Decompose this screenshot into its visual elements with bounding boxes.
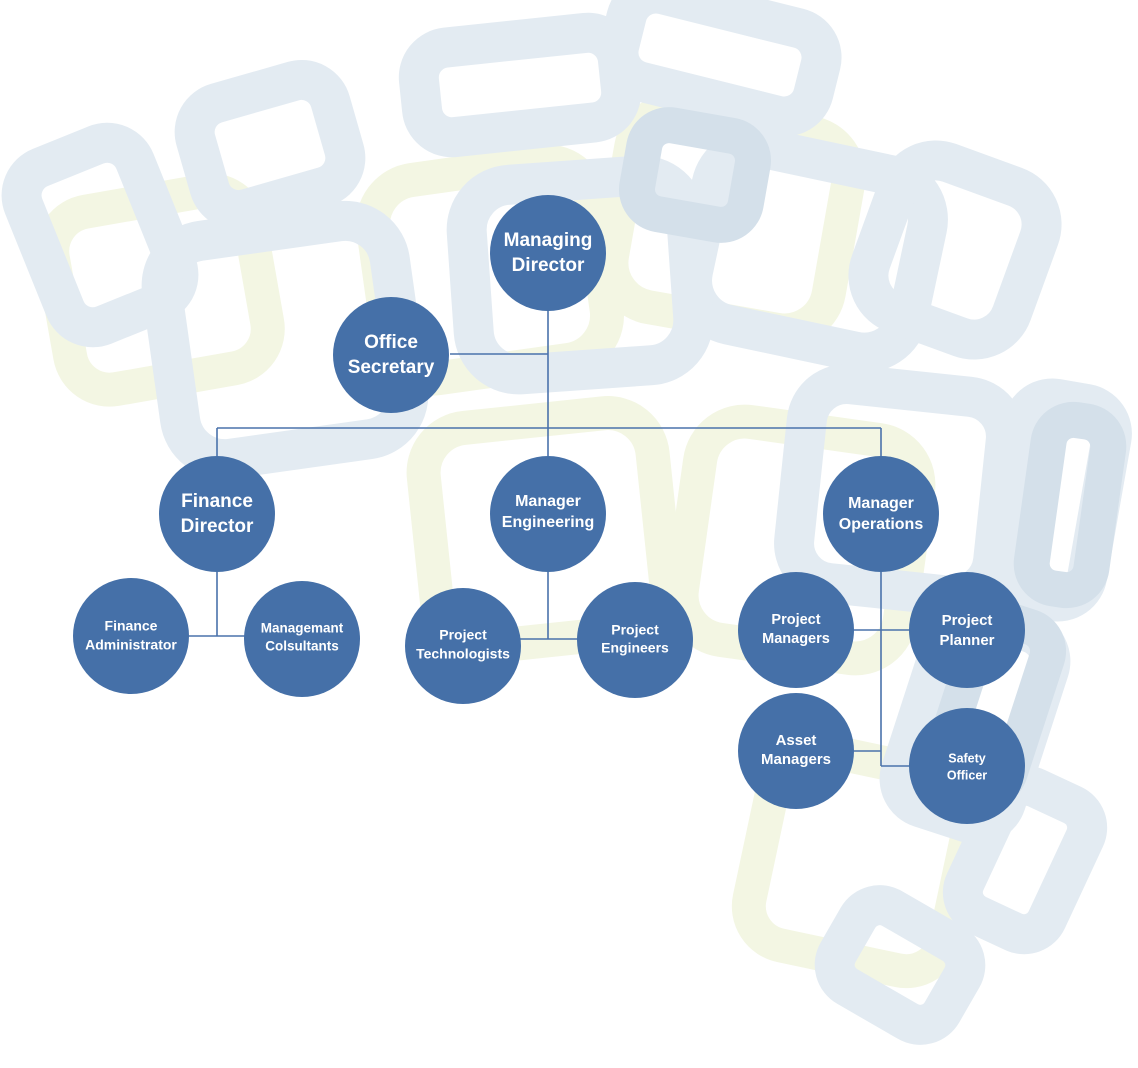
node-label-line: Operations — [839, 516, 924, 533]
node-finance-director: Finance Director — [159, 456, 275, 572]
node-label-line: Engineers — [601, 640, 669, 656]
node-safety-officer: Safety Officer — [909, 708, 1025, 824]
node-label-line: Managers — [761, 751, 831, 768]
node-label-line: Secretary — [348, 357, 435, 378]
node-label-line: Safety — [948, 751, 986, 765]
node-label-line: Manager — [515, 493, 581, 510]
node-label-line: Planner — [939, 632, 994, 649]
node-project-managers: Project Managers — [738, 572, 854, 688]
node-label-line: Director — [512, 255, 585, 276]
node-label-line: Managing — [504, 230, 593, 251]
node-label-line: Project — [611, 622, 659, 638]
node-manager-engineering: Manager Engineering — [490, 456, 606, 572]
node-label-line: Managemant — [261, 621, 344, 636]
node-project-technologists: Project Technologists — [405, 588, 521, 704]
node-label-line: Office — [364, 332, 418, 353]
node-label-line: Colsultants — [265, 639, 339, 654]
connectors — [188, 310, 909, 767]
node-office-secretary: Office Secretary — [333, 297, 449, 413]
node-label-line: Manager — [848, 495, 914, 512]
nodes: Managing Director Office Secretary Finan… — [73, 195, 1025, 824]
node-finance-administrator: Finance Administrator — [73, 578, 189, 694]
node-label-line: Officer — [947, 768, 987, 782]
node-label-line: Project — [942, 612, 993, 629]
node-managing-director: Managing Director — [490, 195, 606, 311]
node-label-line: Asset — [776, 732, 817, 749]
node-label-line: Engineering — [502, 514, 594, 531]
node-label-line: Finance — [181, 491, 253, 512]
node-label-line: Project — [439, 627, 487, 643]
node-label-line: Managers — [762, 631, 830, 647]
node-asset-managers: Asset Managers — [738, 693, 854, 809]
node-project-planner: Project Planner — [909, 572, 1025, 688]
node-label-line: Administrator — [85, 637, 177, 653]
node-project-engineers: Project Engineers — [577, 582, 693, 698]
node-label-line: Technologists — [416, 646, 510, 662]
node-managemant-colsultants: Managemant Colsultants — [244, 581, 360, 697]
node-label-line: Finance — [105, 618, 158, 634]
node-label-line: Director — [181, 516, 254, 537]
node-label-line: Project — [771, 612, 820, 628]
node-manager-operations: Manager Operations — [823, 456, 939, 572]
